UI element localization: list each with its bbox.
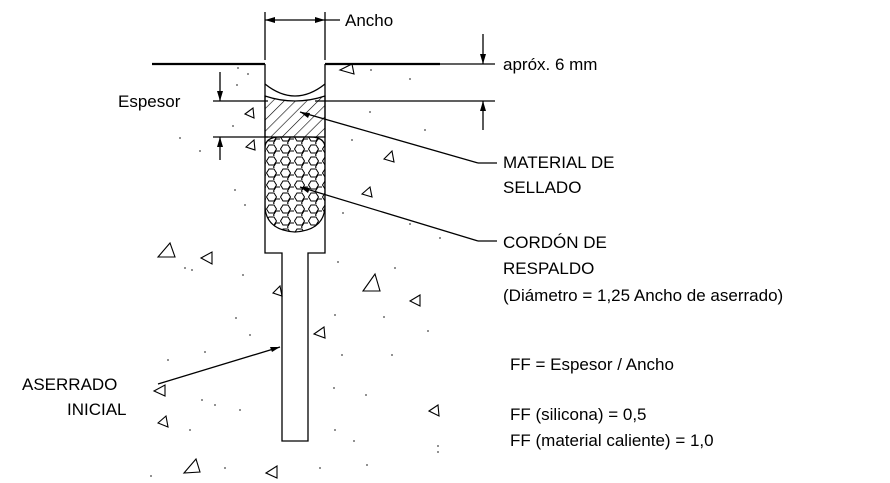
sellado-leader [299,111,479,164]
cordon-label-line3: (Diámetro = 1,25 Ancho de aserrado) [503,286,783,305]
espesor-arrow-top [217,91,223,101]
cordon-label-line2: RESPALDO [503,259,594,278]
cordon-leader [299,186,479,242]
sellado-arrow [300,112,310,118]
aserrado-arrow [270,347,280,352]
cordon-label-line1: CORDÓN DE [503,233,607,252]
concrete-sand-dots [150,67,441,477]
backer-rod [265,136,325,233]
sellado-label-line2: SELLADO [503,178,581,197]
ancho-arrow-right [315,17,325,23]
concrete-aggregate [152,63,440,479]
ancho-label: Ancho [345,11,393,30]
espesor-label: Espesor [118,92,181,111]
aprox-arrow-bottom [480,101,486,111]
aserrado-leader [157,346,281,385]
aprox-arrow-top [480,54,486,64]
ff-definition: FF = Espesor / Ancho [510,355,674,374]
sealing-material [264,95,326,138]
cordon-arrow [300,187,310,193]
sellado-label-line1: MATERIAL DE [503,153,614,172]
sealant-meniscus [264,83,326,97]
espesor-arrow-bottom [217,137,223,147]
ff-caliente: FF (material caliente) = 1,0 [510,431,714,450]
aserrado-label-line1: ASERRADO [22,375,117,394]
ff-silicona: FF (silicona) = 0,5 [510,405,647,424]
aprox-label: apróx. 6 mm [503,55,597,74]
ancho-arrow-left [265,17,275,23]
aserrado-label-line2: INICIAL [67,400,127,419]
saw-cut-outline [264,64,326,442]
